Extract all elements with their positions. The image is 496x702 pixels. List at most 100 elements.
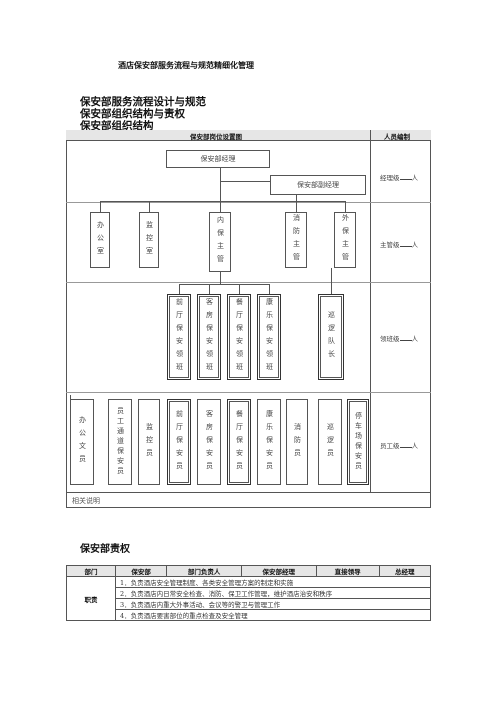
column-divider [370, 130, 371, 492]
level-foreman: 领班级 人 [380, 333, 418, 343]
level-manager: 经理级 人 [380, 172, 418, 182]
recreation-foreman-label: 康乐保安领班 [265, 298, 274, 376]
connector-line [239, 284, 240, 294]
parking-guard-label: 停车场保安员 [354, 412, 363, 472]
recreation-guard-label: 康乐保安员 [265, 409, 274, 475]
patrol-officer-label: 巡逻员 [326, 422, 335, 462]
note-row [66, 492, 431, 508]
connector-line [220, 272, 221, 284]
patrol-leader-label: 巡逻队长 [327, 311, 336, 363]
connector-line [220, 168, 221, 212]
connector-line [100, 201, 345, 202]
fire-supervisor-box: 消防主管 [285, 212, 307, 268]
duty-item: 2．负责酒店内日常安全检查、消防、保卫工作管理，维护酒店治安和秩序 [115, 587, 431, 599]
recreation-foreman-box: 康乐保安领班 [257, 294, 281, 380]
restaurant-foreman-box: 餐厅保安领班 [227, 294, 251, 380]
responsibility-table: 部门 保安部 部门负责人 保安部经理 直接领导 总经理 职责 1．负责酒店安全管… [66, 565, 432, 621]
manager-label: 保安部经理 [200, 155, 236, 163]
connector-line [220, 181, 270, 182]
monitor-operator-label: 监控员 [145, 422, 154, 462]
header-direct-leader-value: 总经理 [378, 565, 432, 577]
connector-line [296, 195, 297, 212]
connector-line [269, 284, 270, 294]
heading-org-responsibility: 保安部组织结构与责权 [80, 108, 185, 120]
blank-line [399, 441, 412, 448]
internal-security-supervisor-box: 内保主管 [209, 212, 231, 272]
table-row: 职责 1．负责酒店安全管理制度、各类安全管理方案的制定和实施 [66, 576, 431, 621]
firefighter-label: 消防员 [293, 422, 302, 462]
header-head: 部门负责人 [166, 565, 242, 577]
duty-item: 4．负责酒店要害部位的重点检查及安全管理 [115, 609, 431, 621]
room-guard-box: 客房保安员 [197, 399, 221, 485]
table-row: 2．负责酒店内日常安全检查、消防、保卫工作管理，维护酒店治安和秩序 [67, 587, 431, 599]
parking-guard-box: 停车场保安员 [347, 399, 369, 485]
level-unit: 人 [411, 335, 419, 343]
staff-passage-guard-label: 员工通道保安员 [116, 407, 125, 477]
level-label: 经理级 [380, 174, 400, 182]
heading-responsibility: 保安部责权 [80, 544, 130, 555]
lobby-guard-box: 前厅保安员 [167, 399, 191, 485]
connector-line [179, 284, 269, 285]
heading-service-process: 保安部服务流程设计与规范 [80, 96, 206, 108]
blank-line [399, 173, 412, 180]
level-unit: 人 [411, 442, 419, 450]
duties-label: 职责 [66, 576, 116, 621]
office-label: 办公室 [96, 220, 105, 260]
external-security-supervisor-label: 外保主管 [341, 214, 350, 266]
office-clerk-box: 办公文员 [70, 399, 94, 485]
restaurant-guard-label: 餐厅保安员 [235, 409, 244, 475]
level-unit: 人 [411, 174, 419, 182]
internal-security-supervisor-label: 内保主管 [216, 216, 225, 268]
connector-line [70, 395, 71, 399]
connector-line [179, 284, 180, 294]
external-security-supervisor-box: 外保主管 [334, 212, 356, 268]
table-row: 3．负责酒店内重大外事活动、会议等的警卫与管理工作 [67, 598, 431, 610]
office-clerk-label: 办公文员 [78, 416, 87, 468]
blank-line [399, 334, 412, 341]
room-guard-label: 客房保安员 [205, 409, 214, 475]
row-separator [66, 282, 431, 283]
level-supervisor: 主管级 人 [380, 239, 418, 249]
header-department-value: 保安部 [114, 565, 168, 577]
staff-passage-guard-box: 员工通道保安员 [108, 399, 132, 485]
blank-line [399, 240, 412, 247]
heading-org-structure: 保安部组织结构 [80, 120, 154, 132]
deputy-manager-label: 保安部副经理 [297, 181, 339, 189]
header-position-chart: 保安部岗位设置图 [190, 133, 242, 141]
lobby-foreman-label: 前厅保安领班 [175, 298, 184, 376]
manager-box: 保安部经理 [166, 150, 270, 168]
level-label: 领班级 [380, 335, 400, 343]
connector-line [345, 201, 346, 212]
firefighter-box: 消防员 [286, 399, 308, 485]
deputy-manager-box: 保安部副经理 [270, 175, 366, 195]
header-direct-leader: 直接领导 [315, 565, 380, 577]
level-label: 主管级 [380, 241, 400, 249]
connector-line [331, 268, 332, 294]
monitor-room-box: 监控室 [139, 212, 159, 268]
office-box: 办公室 [90, 212, 110, 268]
lobby-guard-label: 前厅保安员 [175, 409, 184, 475]
header-head-value: 保安部经理 [240, 565, 317, 577]
room-foreman-box: 客房保安领班 [197, 294, 221, 380]
row-separator [66, 202, 431, 203]
org-chart-header [66, 130, 431, 141]
header-staffing: 人员编制 [384, 133, 410, 141]
connector-line [100, 201, 101, 212]
duty-item: 3．负责酒店内重大外事活动、会议等的警卫与管理工作 [115, 598, 431, 610]
connector-line [149, 201, 150, 212]
restaurant-guard-box: 餐厅保安员 [227, 399, 251, 485]
monitor-room-label: 监控室 [145, 220, 154, 260]
patrol-leader-box: 巡逻队长 [318, 294, 344, 380]
table-header-row: 部门 保安部 部门负责人 保安部经理 直接领导 总经理 [66, 565, 432, 577]
table-row: 4．负责酒店要害部位的重点检查及安全管理 [67, 609, 431, 621]
document-title: 酒店保安部服务流程与规范精细化管理 [118, 61, 254, 70]
room-foreman-label: 客房保安领班 [205, 298, 214, 376]
fire-supervisor-label: 消防主管 [292, 214, 301, 266]
level-unit: 人 [411, 241, 419, 249]
monitor-operator-box: 监控员 [138, 399, 160, 485]
related-notes-label: 相关说明 [72, 497, 100, 505]
restaurant-foreman-label: 餐厅保安领班 [235, 298, 244, 376]
header-department: 部门 [66, 565, 116, 577]
level-staff: 员工级人 [380, 440, 418, 450]
row-separator [66, 392, 431, 393]
